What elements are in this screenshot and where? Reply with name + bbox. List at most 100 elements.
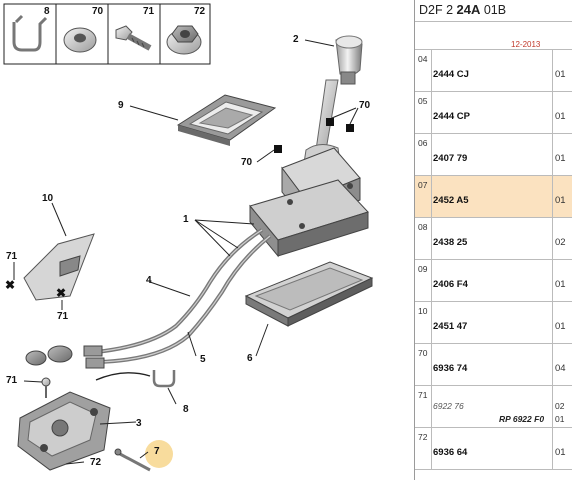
column-divider <box>431 260 432 302</box>
flange-nut-icon <box>166 25 202 55</box>
row-part-reference[interactable]: 6936 64 <box>433 447 468 458</box>
row-item-number: 09 <box>418 264 428 274</box>
callout-5[interactable]: 5 <box>200 354 206 365</box>
header-prefix: D2F 2 <box>419 3 457 17</box>
row-item-number: 72 <box>418 432 428 442</box>
row-item-number: 10 <box>418 306 428 316</box>
row-part-reference[interactable]: 2452 A5 <box>433 195 469 206</box>
gear-knob <box>335 35 363 85</box>
svg-text:✖: ✖ <box>56 286 66 300</box>
callout-71-bracket[interactable]: 71 <box>6 251 18 262</box>
callout-6[interactable]: 6 <box>247 353 253 364</box>
column-divider <box>431 428 432 470</box>
thumb-label-8: 8 <box>44 6 50 17</box>
column-divider <box>552 176 553 218</box>
gaiter-frame <box>176 94 277 146</box>
table-row[interactable]: 08 2438 25 02 <box>415 218 572 260</box>
row-item-number: 07 <box>418 180 428 190</box>
callout-71-gearbox[interactable]: 71 <box>6 375 18 386</box>
svg-text:✖: ✖ <box>5 278 15 292</box>
subheader-note: 12-2013 <box>511 40 541 49</box>
row-item-number: 70 <box>418 348 428 358</box>
thumb-label-71: 71 <box>143 6 155 17</box>
table-row[interactable]: 72 6936 64 01 <box>415 428 572 470</box>
bracket-bolts <box>41 377 51 398</box>
cover-plate <box>244 261 374 327</box>
callout-71-lower[interactable]: 71 <box>57 311 69 322</box>
callout-7[interactable]: 7 <box>154 446 160 457</box>
callout-70-left[interactable]: 70 <box>241 157 253 168</box>
hex-nut-icon <box>63 27 97 53</box>
exploded-view-drawing: ✖ ✖ <box>3 3 374 472</box>
column-divider <box>552 428 553 470</box>
callout-1[interactable]: 1 <box>183 214 189 225</box>
row-item-number: 06 <box>418 138 428 148</box>
column-divider <box>431 218 432 260</box>
callout-72[interactable]: 72 <box>90 457 102 468</box>
row-part-reference[interactable]: 2407 79 <box>433 153 468 164</box>
column-divider <box>431 50 432 92</box>
table-row[interactable]: 06 2407 79 01 <box>415 134 572 176</box>
leader-lines <box>13 39 359 465</box>
row-part-reference[interactable]: 2444 CP <box>433 111 470 122</box>
row-quantity: 01 <box>555 69 566 80</box>
column-divider <box>552 302 553 344</box>
column-divider <box>552 260 553 302</box>
shift-cables <box>95 228 272 364</box>
thumbnail-strip <box>3 3 211 65</box>
retaining-clip <box>95 370 176 388</box>
row-quantity: 02 <box>555 401 565 411</box>
table-row[interactable]: 07 2452 A5 01 <box>415 176 572 218</box>
column-divider <box>552 134 553 176</box>
column-divider <box>431 386 432 428</box>
column-divider <box>431 92 432 134</box>
header-suffix: 01B <box>480 3 507 17</box>
callout-3[interactable]: 3 <box>136 418 142 429</box>
parts-diagram: ✖ ✖ 8 70 <box>3 3 374 472</box>
row-part-reference[interactable]: 2451 47 <box>433 321 468 332</box>
row-sub-reference[interactable]: RP 6922 F0 <box>499 414 545 424</box>
row-part-reference[interactable]: 6922 76 <box>433 401 464 411</box>
row-item-number: 04 <box>418 54 428 64</box>
callout-9[interactable]: 9 <box>118 100 124 111</box>
row-part-reference[interactable]: 6936 74 <box>433 363 468 374</box>
callout-10[interactable]: 10 <box>42 193 54 204</box>
column-divider <box>552 50 553 92</box>
row-part-reference[interactable]: 2444 CJ <box>433 69 469 80</box>
gear-shift-housing <box>249 147 369 258</box>
row-quantity: 01 <box>555 195 566 206</box>
mounting-bracket <box>23 233 95 301</box>
diagram-reference-header: D2F 2 24A 01B <box>415 0 572 22</box>
callout-4[interactable]: 4 <box>146 275 152 286</box>
bracket-clip-icon <box>12 14 48 52</box>
row-item-number: 08 <box>418 222 428 232</box>
row-quantity: 01 <box>555 111 566 122</box>
column-divider <box>431 344 432 386</box>
column-divider <box>431 134 432 176</box>
callout-70-top[interactable]: 70 <box>359 100 371 111</box>
row-quantity: 02 <box>555 237 566 248</box>
header-bold: 24A <box>456 2 481 17</box>
callout-8[interactable]: 8 <box>183 404 189 415</box>
row-part-reference[interactable]: 2438 25 <box>433 237 468 248</box>
fixing-markers: ✖ ✖ <box>5 118 354 300</box>
table-row[interactable]: 04 2444 CJ 01 <box>415 50 572 92</box>
column-divider <box>552 386 553 428</box>
row-quantity: 01 <box>555 153 566 164</box>
row-item-number: 71 <box>418 390 428 400</box>
column-divider <box>552 92 553 134</box>
column-divider <box>431 302 432 344</box>
callout-2[interactable]: 2 <box>293 34 299 45</box>
thumb-label-70: 70 <box>92 6 104 17</box>
bolt-icon <box>115 25 152 51</box>
gearbox-bracket <box>17 391 111 471</box>
row-part-reference[interactable]: 2406 F4 <box>433 279 468 290</box>
row-quantity: 01 <box>555 447 566 458</box>
shift-cables-highlight <box>95 229 271 363</box>
